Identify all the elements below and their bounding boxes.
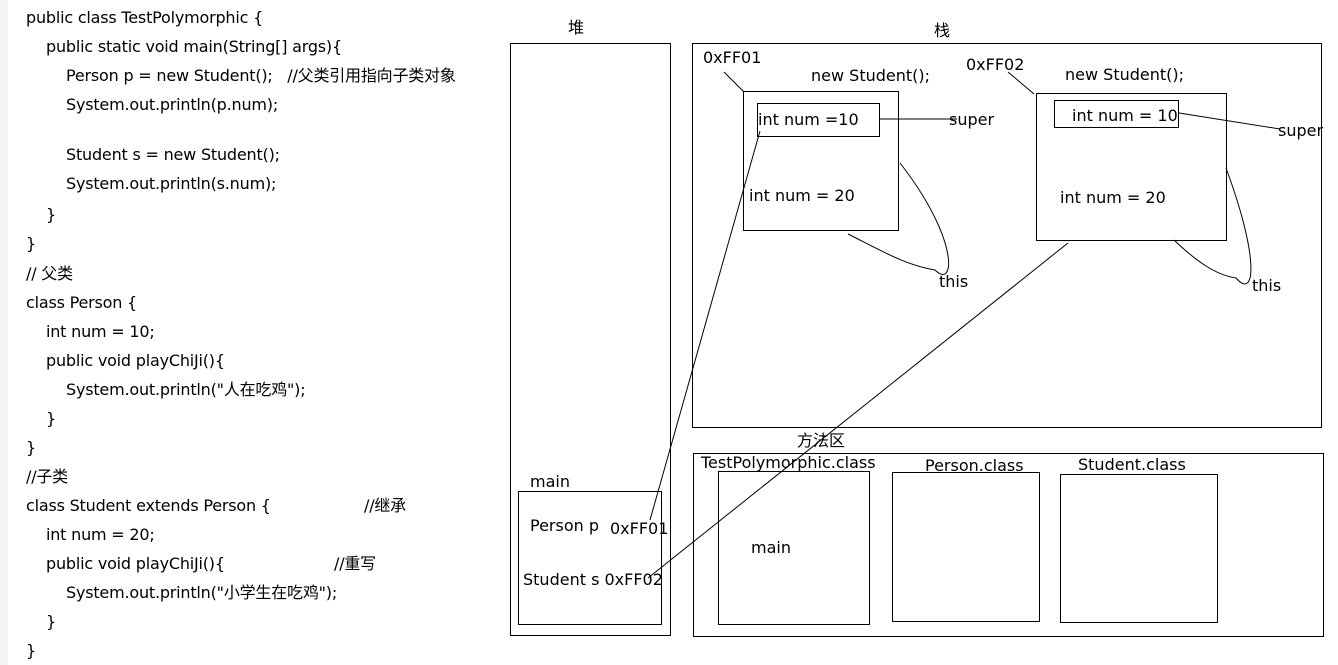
- class-person-title: Person.class: [925, 456, 1024, 475]
- object2-super-label: super: [1278, 121, 1324, 140]
- code-line: public class TestPolymorphic {: [26, 8, 264, 27]
- code-comment: //重写: [334, 554, 376, 573]
- object2-this-loop: [1173, 167, 1252, 285]
- code-line: public void playChiJi(){: [46, 554, 225, 573]
- object2-address: 0xFF02: [966, 55, 1025, 74]
- object2-box: [1036, 93, 1227, 241]
- class-testpolymorphic-main: main: [751, 538, 791, 557]
- object1-address-pointer: [723, 71, 745, 93]
- class-person-box: [892, 472, 1040, 622]
- object1-address: 0xFF01: [703, 48, 762, 67]
- code-line: }: [26, 234, 36, 253]
- code-line: Student s = new Student();: [66, 145, 280, 164]
- heap-title: 堆: [568, 18, 585, 37]
- code-line: System.out.println("人在吃鸡");: [66, 380, 306, 399]
- main-frame-label: main: [530, 472, 570, 491]
- code-line: }: [26, 438, 36, 457]
- code-line: class Person {: [26, 293, 138, 312]
- reference-p-to-object1: [649, 130, 761, 521]
- object1-field: int num = 20: [749, 186, 855, 205]
- code-line: int num = 10;: [46, 322, 155, 341]
- var-person-p-address: 0xFF01: [610, 519, 669, 538]
- stack-title: 栈: [934, 21, 951, 40]
- class-testpolymorphic-box: [718, 471, 870, 625]
- reference-s-to-object2: [647, 242, 1069, 579]
- code-line: int num = 20;: [46, 525, 155, 544]
- var-person-p: Person p: [530, 516, 600, 535]
- object1-box: [743, 91, 899, 231]
- object1-super-field-box: [757, 103, 880, 137]
- object1-super-field: int num =10: [758, 110, 859, 129]
- code-line: }: [26, 641, 36, 660]
- code-comment: //继承: [364, 496, 406, 515]
- code-line: System.out.println("小学生在吃鸡");: [66, 583, 338, 602]
- main-frame: [518, 491, 662, 625]
- object2-super-field-box: [1054, 100, 1179, 128]
- code-line: public void playChiJi(){: [46, 351, 225, 370]
- object2-this-label: this: [1252, 276, 1282, 295]
- object2-address-pointer: [1007, 71, 1035, 95]
- object1-this-label: this: [939, 272, 969, 291]
- object2-super-field: int num = 10: [1072, 106, 1178, 125]
- code-line: public static void main(String[] args){: [46, 37, 342, 56]
- var-student-s: Student s 0xFF02: [523, 570, 663, 589]
- code-line: System.out.println(p.num);: [66, 95, 279, 114]
- code-line: }: [46, 205, 56, 224]
- code-line: Person p = new Student(); //父类引用指向子类对象: [66, 66, 456, 85]
- class-student-box: [1060, 474, 1218, 623]
- method-area-region: [693, 453, 1324, 637]
- object2-super-pointer: [1178, 112, 1281, 130]
- code-line: System.out.println(s.num);: [66, 174, 277, 193]
- object2-field: int num = 20: [1060, 188, 1166, 207]
- code-line: //子类: [26, 467, 68, 486]
- stack-region: [692, 43, 1322, 428]
- class-testpolymorphic-title: TestPolymorphic.class: [701, 453, 876, 472]
- object2-title: new Student();: [1065, 65, 1185, 84]
- object1-this-loop: [847, 162, 950, 275]
- editor-gutter: [0, 0, 8, 665]
- object1-title: new Student();: [811, 66, 931, 85]
- class-student-title: Student.class: [1078, 455, 1186, 474]
- code-line: }: [46, 612, 56, 631]
- code-line: }: [46, 409, 56, 428]
- object1-super-label: super: [949, 110, 995, 129]
- code-line: // 父类: [26, 264, 73, 283]
- code-line: class Student extends Person {: [26, 496, 271, 515]
- heap-region: [510, 43, 671, 636]
